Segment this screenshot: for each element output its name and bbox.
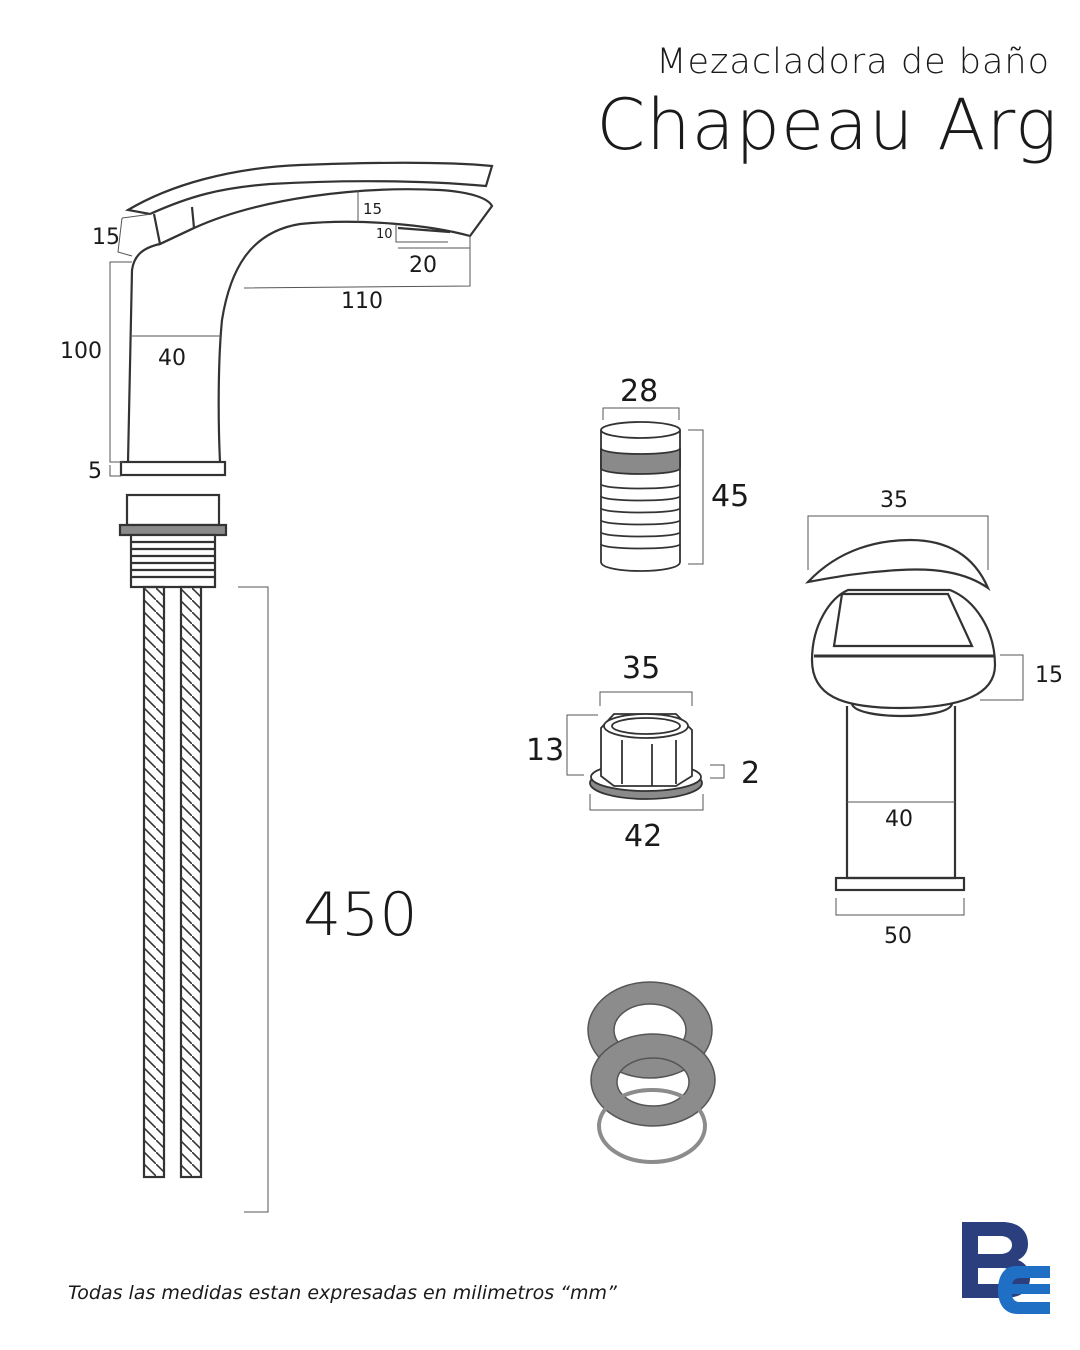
hose-left bbox=[142, 585, 166, 1179]
gasket-band bbox=[118, 523, 228, 537]
dim-reach: 110 bbox=[341, 289, 383, 314]
faucet-dimension-lines bbox=[109, 190, 471, 1213]
dim-body-width: 40 bbox=[158, 346, 186, 371]
connector-block bbox=[125, 493, 221, 527]
dim-body-height: 100 bbox=[60, 339, 102, 364]
dim-nut-flange: 2 bbox=[741, 756, 760, 791]
dim-front-handle-width: 35 bbox=[880, 488, 908, 513]
washer-ring bbox=[597, 1088, 707, 1164]
dim-front-base-width: 50 bbox=[884, 924, 912, 949]
dim-tip-thickness: 15 bbox=[363, 200, 382, 218]
dim-nut-height: 13 bbox=[526, 733, 564, 768]
hose-right bbox=[179, 585, 203, 1179]
product-title: Chapeau Arg bbox=[596, 84, 1058, 166]
dim-cartridge-diameter: 28 bbox=[620, 374, 658, 409]
front-cap bbox=[810, 588, 997, 710]
front-dimension-lines bbox=[807, 515, 1024, 916]
dim-handle-height: 15 bbox=[92, 225, 120, 250]
cartridge bbox=[600, 421, 681, 572]
threaded-shank bbox=[129, 533, 217, 589]
dim-tip-depth: 10 bbox=[376, 227, 393, 242]
fixing-nut bbox=[589, 713, 703, 800]
cartridge-dimension-lines bbox=[602, 407, 704, 565]
logo-letter-e bbox=[998, 1266, 1050, 1314]
washer-middle bbox=[590, 1033, 716, 1127]
dim-nut-width: 35 bbox=[622, 651, 660, 686]
logo-letter-b bbox=[962, 1222, 1030, 1298]
product-subtitle: Mezacladora de baño bbox=[656, 42, 1050, 82]
base-plate bbox=[119, 460, 227, 477]
faucet-front-view bbox=[804, 538, 997, 892]
front-handle bbox=[804, 538, 991, 592]
front-body bbox=[845, 706, 957, 880]
faucet-side-view bbox=[118, 161, 494, 1179]
dim-front-cap-height: 15 bbox=[1035, 663, 1063, 688]
brand-logo bbox=[962, 1222, 1050, 1314]
dim-cartridge-height: 45 bbox=[711, 479, 749, 514]
dim-hose-length: 450 bbox=[303, 880, 418, 950]
lever-handle bbox=[124, 161, 494, 216]
dim-base-height: 5 bbox=[88, 459, 102, 484]
dim-nut-diameter: 42 bbox=[624, 819, 662, 854]
dim-tip-length: 20 bbox=[409, 253, 437, 278]
washer-stack bbox=[587, 981, 716, 1164]
dim-front-body-width: 40 bbox=[885, 807, 913, 832]
front-base bbox=[834, 876, 966, 892]
faucet-dimension-labels: 15 15 10 20 110 100 40 5 450 bbox=[60, 200, 437, 950]
faucet-body bbox=[126, 188, 494, 463]
units-footnote: Todas las medidas estan expresadas en mi… bbox=[68, 1282, 617, 1304]
nut-dimension-lines bbox=[566, 691, 725, 811]
